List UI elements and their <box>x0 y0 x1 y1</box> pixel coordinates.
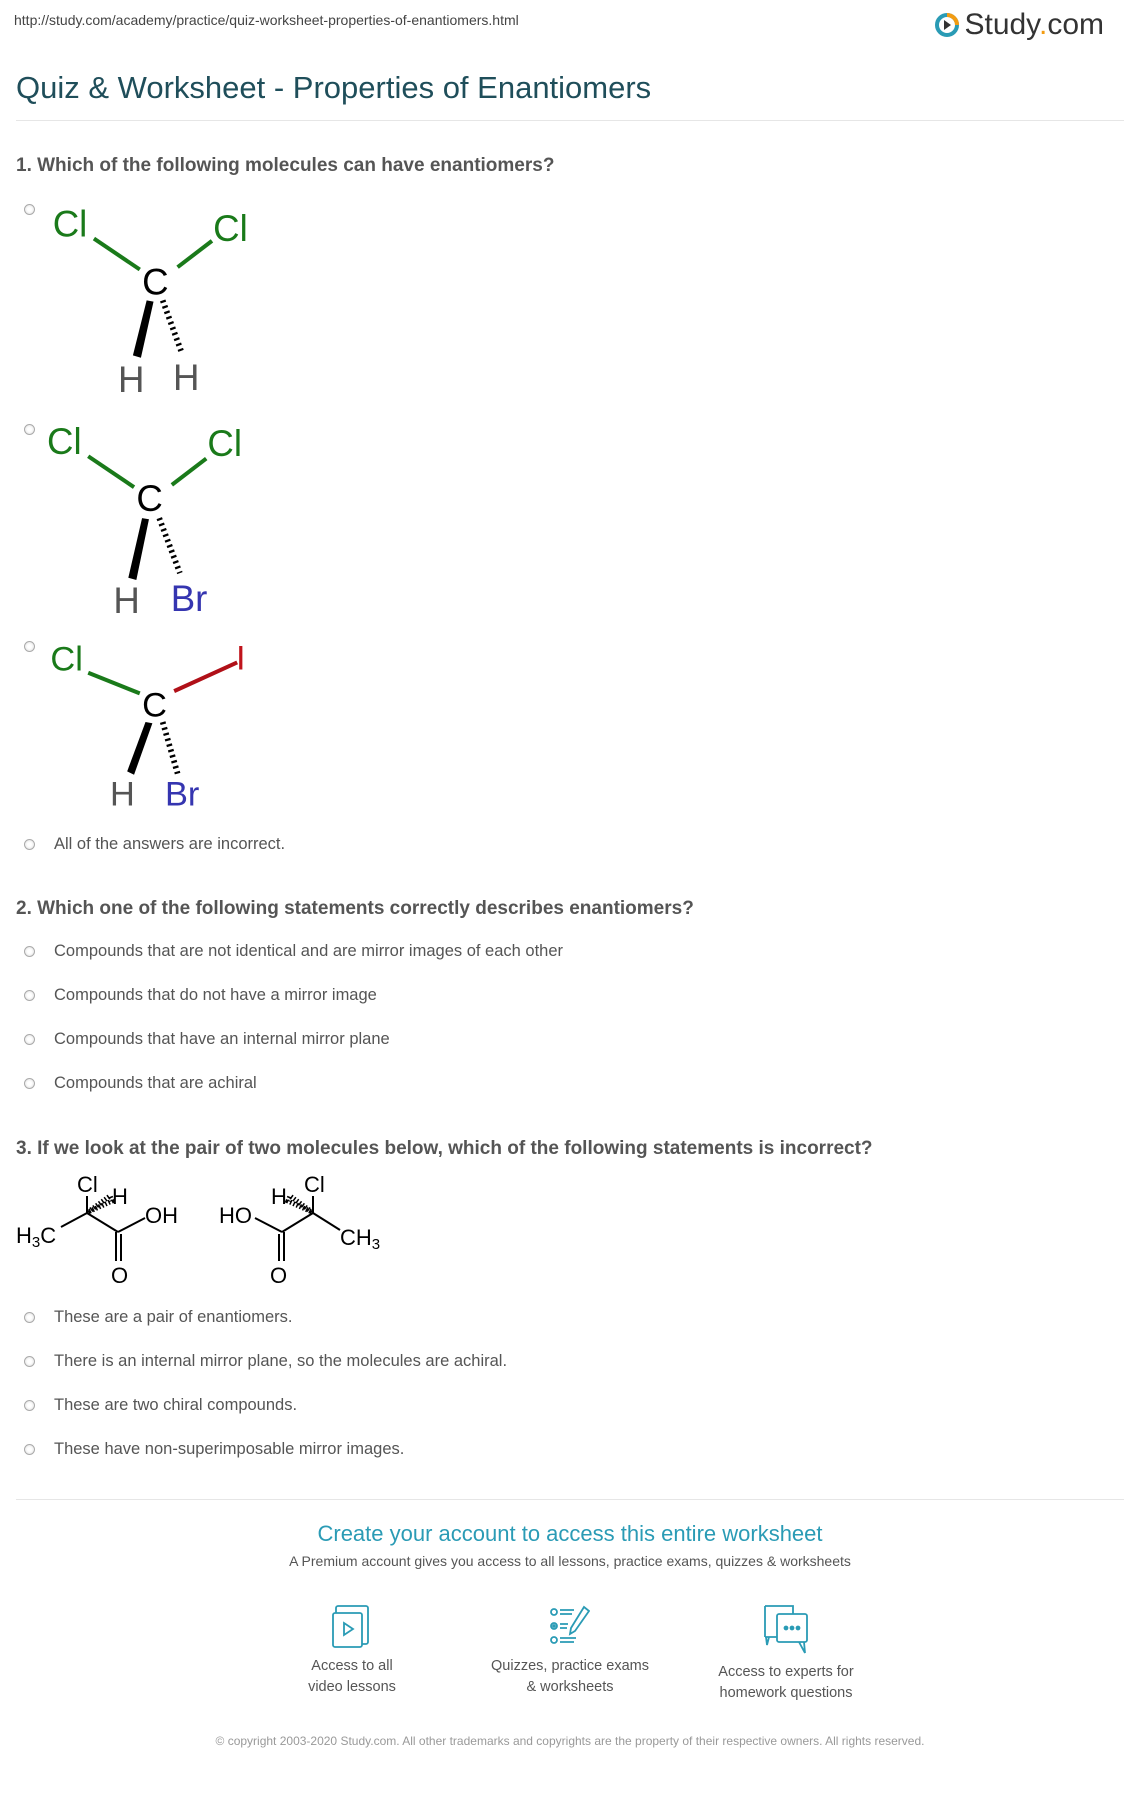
feature-video-lessons: Access to all video lessons <box>242 1605 462 1698</box>
logo-dot: . <box>1038 8 1048 41</box>
option-radio-q1-c[interactable] <box>24 641 54 652</box>
copyright: © copyright 2003-2020 Study.com. All oth… <box>215 1734 925 1748</box>
radio-button[interactable] <box>24 1078 35 1089</box>
cta-subtitle: A Premium account gives you access to al… <box>289 1553 851 1569</box>
option-label: Compounds that are achiral <box>54 1074 257 1092</box>
svg-text:H3C: H3C <box>16 1223 56 1251</box>
page-title: Quiz & Worksheet - Properties of Enantio… <box>16 70 652 105</box>
option-label: Compounds that have an internal mirror p… <box>54 1030 390 1048</box>
option-q3-d[interactable]: These have non-superimposable mirror ima… <box>24 1440 404 1459</box>
cta-title[interactable]: Create your account to access this entir… <box>317 1521 823 1546</box>
option-q3-a[interactable]: These are a pair of enantiomers. <box>24 1308 292 1327</box>
option-label: These have non-superimposable mirror ima… <box>54 1440 405 1458</box>
option-label: These are a pair of enantiomers. <box>54 1308 293 1326</box>
option-radio-q1-a[interactable] <box>24 204 54 215</box>
svg-text:Cl: Cl <box>53 203 88 244</box>
question-1: 1. Which of the following molecules can … <box>16 155 555 176</box>
svg-text:C: C <box>142 686 167 724</box>
option-q3-c[interactable]: These are two chiral compounds. <box>24 1396 297 1415</box>
svg-text:Cl: Cl <box>304 1172 325 1197</box>
option-label: All of the answers are incorrect. <box>54 835 286 853</box>
radio-button[interactable] <box>24 204 35 215</box>
page-url: http://study.com/academy/practice/quiz-w… <box>14 12 519 28</box>
svg-text:OH: OH <box>145 1203 178 1228</box>
question-3: 3. If we look at the pair of two molecul… <box>16 1138 873 1159</box>
svg-text:CH3: CH3 <box>340 1225 380 1253</box>
divider <box>16 120 1124 121</box>
feature-experts: Access to experts for homework questions <box>676 1605 896 1704</box>
radio-button[interactable] <box>24 990 35 1001</box>
svg-text:H: H <box>112 1184 128 1209</box>
svg-text:O: O <box>270 1263 287 1288</box>
svg-text:Br: Br <box>171 578 208 619</box>
svg-text:H: H <box>118 359 144 400</box>
feature-line: Access to experts for <box>718 1664 854 1680</box>
svg-text:H: H <box>113 580 139 621</box>
feature-line: & worksheets <box>526 1679 614 1695</box>
q3-molecule-pair: Cl H H3C OH O Cl H HO CH3 O <box>16 1172 380 1288</box>
chat-bubbles-icon <box>764 1605 808 1654</box>
option-q2-b[interactable]: Compounds that do not have a mirror imag… <box>24 986 377 1005</box>
molecule-left: Cl H H3C OH O <box>16 1172 178 1288</box>
radio-button[interactable] <box>24 1400 35 1411</box>
radio-button[interactable] <box>24 424 35 435</box>
feature-line: video lessons <box>308 1679 396 1695</box>
radio-button[interactable] <box>24 1312 35 1323</box>
option-q2-c[interactable]: Compounds that have an internal mirror p… <box>24 1030 390 1049</box>
question-2: 2. Which one of the following statements… <box>16 898 694 919</box>
svg-text:Br: Br <box>165 776 199 814</box>
option-label: There is an internal mirror plane, so th… <box>54 1352 508 1370</box>
svg-text:O: O <box>111 1263 128 1288</box>
svg-text:H: H <box>110 776 135 814</box>
feature-line: homework questions <box>719 1685 853 1701</box>
molecule-2: Cl Cl C H Br <box>47 421 242 621</box>
option-label: These are two chiral compounds. <box>54 1396 298 1414</box>
quiz-checklist-icon <box>550 1605 591 1644</box>
svg-text:Cl: Cl <box>77 1172 98 1197</box>
radio-button[interactable] <box>24 839 35 850</box>
svg-text:I: I <box>236 639 246 677</box>
radio-button[interactable] <box>24 1444 35 1455</box>
play-logo-icon <box>935 13 960 37</box>
feature-line: Access to all <box>311 1658 393 1674</box>
svg-text:Cl: Cl <box>207 423 242 464</box>
video-lessons-icon <box>332 1605 369 1648</box>
molecule-right: Cl H HO CH3 O <box>219 1172 380 1288</box>
option-q2-d[interactable]: Compounds that are achiral <box>24 1074 257 1093</box>
svg-text:H: H <box>271 1184 287 1209</box>
logo-name: Study <box>964 8 1039 41</box>
feature-quizzes: Quizzes, practice exams & worksheets <box>460 1605 680 1698</box>
divider <box>16 1499 1124 1500</box>
feature-line: Quizzes, practice exams <box>491 1658 649 1674</box>
option-label: Compounds that are not identical and are… <box>54 942 564 960</box>
option-radio-q1-b[interactable] <box>24 424 54 435</box>
option-all-incorrect[interactable]: All of the answers are incorrect. <box>24 835 285 854</box>
svg-text:HO: HO <box>219 1203 252 1228</box>
radio-button[interactable] <box>24 946 35 957</box>
logo-suffix: com <box>1047 8 1104 41</box>
svg-text:C: C <box>136 478 162 519</box>
option-q3-b[interactable]: There is an internal mirror plane, so th… <box>24 1352 507 1371</box>
svg-text:H: H <box>173 357 199 398</box>
radio-button[interactable] <box>24 1356 35 1367</box>
svg-text:Cl: Cl <box>50 640 82 678</box>
option-q2-a[interactable]: Compounds that are not identical and are… <box>24 942 563 961</box>
radio-button[interactable] <box>24 641 35 652</box>
q1-molecules: Cl Cl C H H Cl Cl C H Br Cl I C H Br <box>47 203 248 813</box>
molecule-3: Cl I C H Br <box>50 639 245 813</box>
molecule-1: Cl Cl C H H <box>53 203 248 400</box>
study-logo[interactable]: Study.com <box>934 8 1104 42</box>
option-label: Compounds that do not have a mirror imag… <box>54 986 377 1004</box>
svg-text:Cl: Cl <box>213 208 248 249</box>
radio-button[interactable] <box>24 1034 35 1045</box>
svg-text:C: C <box>142 262 168 303</box>
